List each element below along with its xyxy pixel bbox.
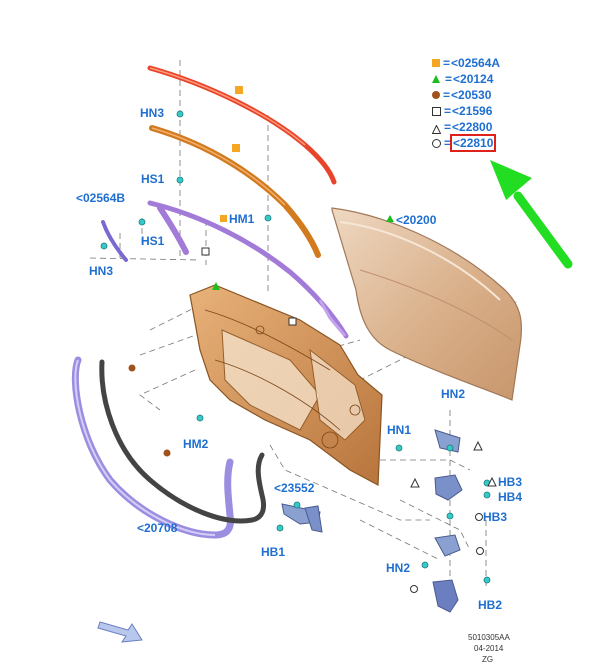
label-hb3-top[interactable]: HB3 [498,475,523,489]
outer-door-panel [331,207,523,401]
green-arrow [490,160,573,269]
legend-link-20530[interactable]: <20530 [451,88,492,102]
legend-link-22800[interactable]: <22800 [452,120,493,134]
square-outline-icon [432,106,441,116]
orange-square-marker [220,215,227,222]
brown-circle-marker [128,364,136,372]
label-hn3-left[interactable]: HN3 [89,264,114,278]
legend-link-20124[interactable]: <20124 [453,72,494,86]
door-opening-seal-inner [99,359,267,524]
label-part-02564b[interactable]: <02564B [76,191,126,205]
circle-outline-icon [432,138,441,148]
legend-row: = <02564A [432,56,500,70]
label-hb4[interactable]: HB4 [498,490,523,504]
orange-square-icon [432,59,440,67]
legend-link-22810[interactable]: <22810 [449,134,497,152]
fasteners [100,110,491,584]
green-triangle-marker [386,215,394,222]
label-hn3-top[interactable]: HN3 [140,106,165,120]
brown-circle-icon [432,91,440,99]
legend-link-02564a[interactable]: <02564A [451,56,501,70]
legend-link-21596[interactable]: <21596 [452,104,493,118]
label-part-20200[interactable]: <20200 [396,213,437,227]
label-hn2-bottom[interactable]: HN2 [386,561,411,575]
label-hb1[interactable]: HB1 [261,545,286,559]
triangle-outline-icon [431,123,442,134]
triangle-outline-marker [473,440,483,451]
orange-square-marker [235,86,243,94]
legend-row: = <22810 [432,134,497,152]
label-hm1[interactable]: HM1 [229,212,255,226]
square-outline-marker [288,317,297,326]
circle-outline-marker [476,547,484,555]
label-hn1[interactable]: HN1 [387,423,412,437]
label-hm2[interactable]: HM2 [183,437,209,451]
label-hb3-mid[interactable]: HB3 [483,510,508,524]
label-hn2-top[interactable]: HN2 [441,387,466,401]
small-seal-strip [101,220,128,262]
diagram-date: 04-2014 [474,644,504,653]
label-part-23552[interactable]: <23552 [274,481,315,495]
brown-circle-marker [163,449,171,457]
square-outline-marker [201,247,210,256]
lower-hinge [432,534,461,613]
label-hs1-left[interactable]: HS1 [141,234,165,248]
green-triangle-icon [432,75,440,83]
label-part-20708[interactable]: <20708 [137,521,178,535]
orange-square-marker [232,144,240,152]
legend-row: = <20530 [432,88,491,102]
triangle-outline-marker [410,477,420,488]
diagram-code: 5010305AA [468,633,510,642]
window-channel-purple [147,200,349,339]
legend-row: = <20124 [432,72,493,86]
upper-hinge [434,429,463,501]
label-hb2[interactable]: HB2 [478,598,503,612]
circle-outline-marker [475,513,483,521]
legend-row: = <21596 [432,104,492,118]
legend-row: = <22800 [431,120,493,134]
label-hs1-top[interactable]: HS1 [141,172,165,186]
view-direction-arrow [97,621,143,643]
triangle-outline-marker [487,476,497,487]
green-triangle-marker [212,282,220,290]
circle-outline-marker [410,585,418,593]
upper-weatherstrip-red [147,65,337,185]
diagram-initials: ZG [482,655,494,664]
